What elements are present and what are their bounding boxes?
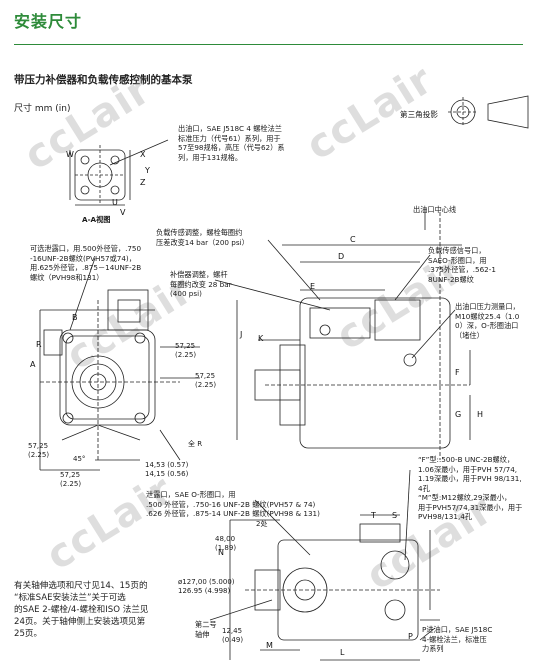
- dim-letter: Y: [145, 166, 150, 175]
- dimension-label: 57,25 (2.25): [195, 372, 217, 389]
- load-sense-adjust-note: 负载传感调整，螺栓每圈约 压差改变14 bar（200 psi）: [156, 228, 249, 247]
- dim-letter: F: [455, 368, 460, 377]
- dim-letter: W: [66, 150, 74, 159]
- dim-letter: T: [371, 511, 376, 520]
- dimension-unit-label: 尺寸 mm (in): [14, 104, 71, 114]
- dim-letter: A: [30, 360, 36, 369]
- section-subtitle: 带压力补偿器和负载传感控制的基本泵: [14, 74, 193, 86]
- dim-letter: E: [310, 282, 316, 291]
- gauge-port-note: 出油口压力测量口， M10螺纹25.4（1.0 0）深，O-形圈油口 （堵住）: [455, 302, 520, 340]
- dimension-label: 48,00 (1.89): [215, 535, 237, 552]
- section-view-drawing: [69, 145, 131, 206]
- dimension-label: 45°: [73, 455, 86, 463]
- dimension-label: 14,53 (0.57) 14,15 (0.56): [145, 461, 189, 478]
- dim-letter: R: [36, 340, 42, 349]
- dimension-label: 12,45 (0.49): [222, 627, 244, 644]
- header-divider: [14, 44, 523, 45]
- load-sense-port-note: 负载传感信号口， SAEO-形圈口，用 .375外径管，.562-1 8UNF-…: [428, 246, 496, 284]
- plug-port-note: 可选泄露口，用.500外径管，.750 -16UNF-2B螺纹(PVH57或74…: [30, 244, 142, 282]
- dim-letter: B: [72, 313, 78, 322]
- third-angle-projection-icon: [448, 95, 529, 129]
- dim-letter: J: [240, 330, 243, 339]
- dim-letter: V: [120, 208, 126, 217]
- inlet-port-note: P进油口，SAE J518C 4-螺栓法兰，标准压 力系列: [422, 625, 493, 653]
- dim-letter: K: [258, 334, 264, 343]
- bottom-view-drawing: [229, 514, 440, 661]
- section-view-label: A-A视图: [82, 215, 111, 224]
- page-title: 安装尺寸: [14, 12, 83, 31]
- outlet-center-note: 出油口中心线: [413, 205, 457, 214]
- dimension-label: 57,25 (2.25): [28, 442, 50, 459]
- thread-note: “F”型:.500-B UNC-2B螺纹， 1.06深最小，用于PVH 57/7…: [418, 455, 523, 521]
- dimension-label: 2处: [256, 520, 268, 528]
- dim-letter: M: [266, 641, 273, 650]
- dim-letter: U: [112, 198, 118, 207]
- dim-letter: L: [340, 648, 345, 657]
- dim-letter: P: [408, 632, 413, 641]
- bottom-note: 有关轴伸选项和尺寸见14、15页的 “标准SAE安装法兰”关于可选 的SAE 2…: [14, 581, 149, 639]
- dimension-label: 57,25 (2.25): [60, 471, 82, 488]
- dimension-label: 全 R: [188, 440, 203, 448]
- dim-letter: D: [338, 252, 345, 261]
- leader-lines: [69, 139, 456, 641]
- projection-label: 第三角投影: [400, 110, 438, 119]
- dim-letter: X: [140, 150, 146, 159]
- side-view-drawing: [236, 212, 471, 460]
- dim-letter: S: [392, 511, 398, 520]
- dim-letter: G: [455, 410, 462, 419]
- second-shaft-note: 第二号 轴伸: [195, 620, 217, 639]
- outlet-port-note: 出油口，SAE J518C 4 螺栓法兰 标准压力（代号61）系列，用于 57至…: [178, 124, 285, 162]
- compensator-adjust-note: 补偿器调整，螺杆 每圈约改变 28 bar (400 psi): [170, 270, 232, 298]
- dim-letter: H: [477, 410, 484, 419]
- front-view-drawing: [39, 289, 200, 471]
- dimension-label: ø127,00 (5.000) 126.95 (4.998): [178, 578, 235, 595]
- dim-letter: N: [218, 548, 224, 557]
- dim-letter: C: [350, 235, 356, 244]
- dim-letter: Z: [140, 178, 146, 187]
- dimension-label: 57,25 (2.25): [175, 342, 197, 359]
- drain-port-note: 泄露口，SAE O-形圈口，用 .500 外径管，.750-16 UNF-2B …: [146, 490, 320, 518]
